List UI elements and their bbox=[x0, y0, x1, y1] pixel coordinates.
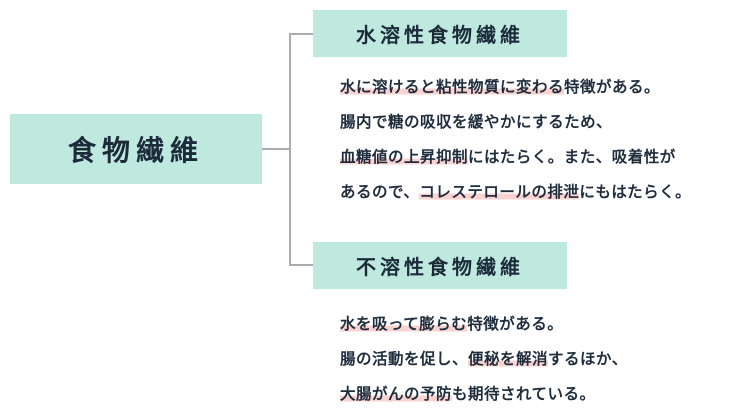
soluble-connector bbox=[289, 33, 313, 35]
description-line: 血糖値の上昇抑制にはたらく。また、吸着性が bbox=[340, 140, 732, 175]
description-text: にはたらく。また、吸着性が bbox=[468, 148, 676, 166]
description-text: にもはたらく。 bbox=[579, 183, 692, 201]
soluble-fiber-node: 水溶性食物繊維 bbox=[313, 10, 567, 57]
description-text: 腸内で糖の吸収を緩やかにするため、 bbox=[340, 113, 613, 131]
highlighted-text: 水を吸って膨らむ bbox=[340, 315, 468, 333]
description-text: 特徴がある。 bbox=[564, 78, 661, 96]
root-node-dietary-fiber: 食物繊維 bbox=[10, 114, 262, 184]
description-text: 特徴がある。 bbox=[467, 315, 564, 333]
description-text: 腸の活動を促し、 bbox=[340, 350, 469, 368]
description-text: するほか、 bbox=[548, 350, 628, 368]
highlighted-text: 便秘を解消 bbox=[468, 350, 549, 368]
description-line: あるので、コレステロールの排泄にもはたらく。 bbox=[340, 175, 732, 210]
insoluble-fiber-label: 不溶性食物繊維 bbox=[356, 255, 524, 279]
root-connector bbox=[262, 148, 291, 150]
soluble-fiber-description: 水に溶けると粘性物質に変わる特徴がある。腸内で糖の吸収を緩やかにするため、血糖値… bbox=[340, 70, 732, 210]
description-line: 腸の活動を促し、便秘を解消するほか、 bbox=[340, 342, 732, 377]
highlighted-text: 水に溶けると粘性物質に変わる bbox=[340, 78, 565, 96]
description-text: も期待されている。 bbox=[452, 385, 596, 403]
soluble-fiber-label: 水溶性食物繊維 bbox=[356, 23, 524, 47]
description-line: 水に溶けると粘性物質に変わる特徴がある。 bbox=[340, 70, 732, 105]
highlighted-text: 大腸がんの予防 bbox=[340, 385, 453, 403]
description-text: あるので、 bbox=[340, 183, 420, 201]
description-line: 大腸がんの予防も期待されている。 bbox=[340, 377, 732, 412]
description-line: 水を吸って膨らむ特徴がある。 bbox=[340, 307, 732, 342]
description-line: 腸内で糖の吸収を緩やかにするため、 bbox=[340, 105, 732, 140]
highlighted-text: 血糖値の上昇抑制 bbox=[340, 148, 469, 166]
root-node-label: 食物繊維 bbox=[67, 134, 204, 167]
highlighted-text: コレステロールの排泄 bbox=[419, 183, 580, 201]
insoluble-connector bbox=[289, 264, 313, 266]
insoluble-fiber-node: 不溶性食物繊維 bbox=[313, 242, 567, 289]
insoluble-fiber-description: 水を吸って膨らむ特徴がある。腸の活動を促し、便秘を解消するほか、大腸がんの予防も… bbox=[340, 307, 732, 412]
branch-trunk-line bbox=[289, 33, 291, 266]
